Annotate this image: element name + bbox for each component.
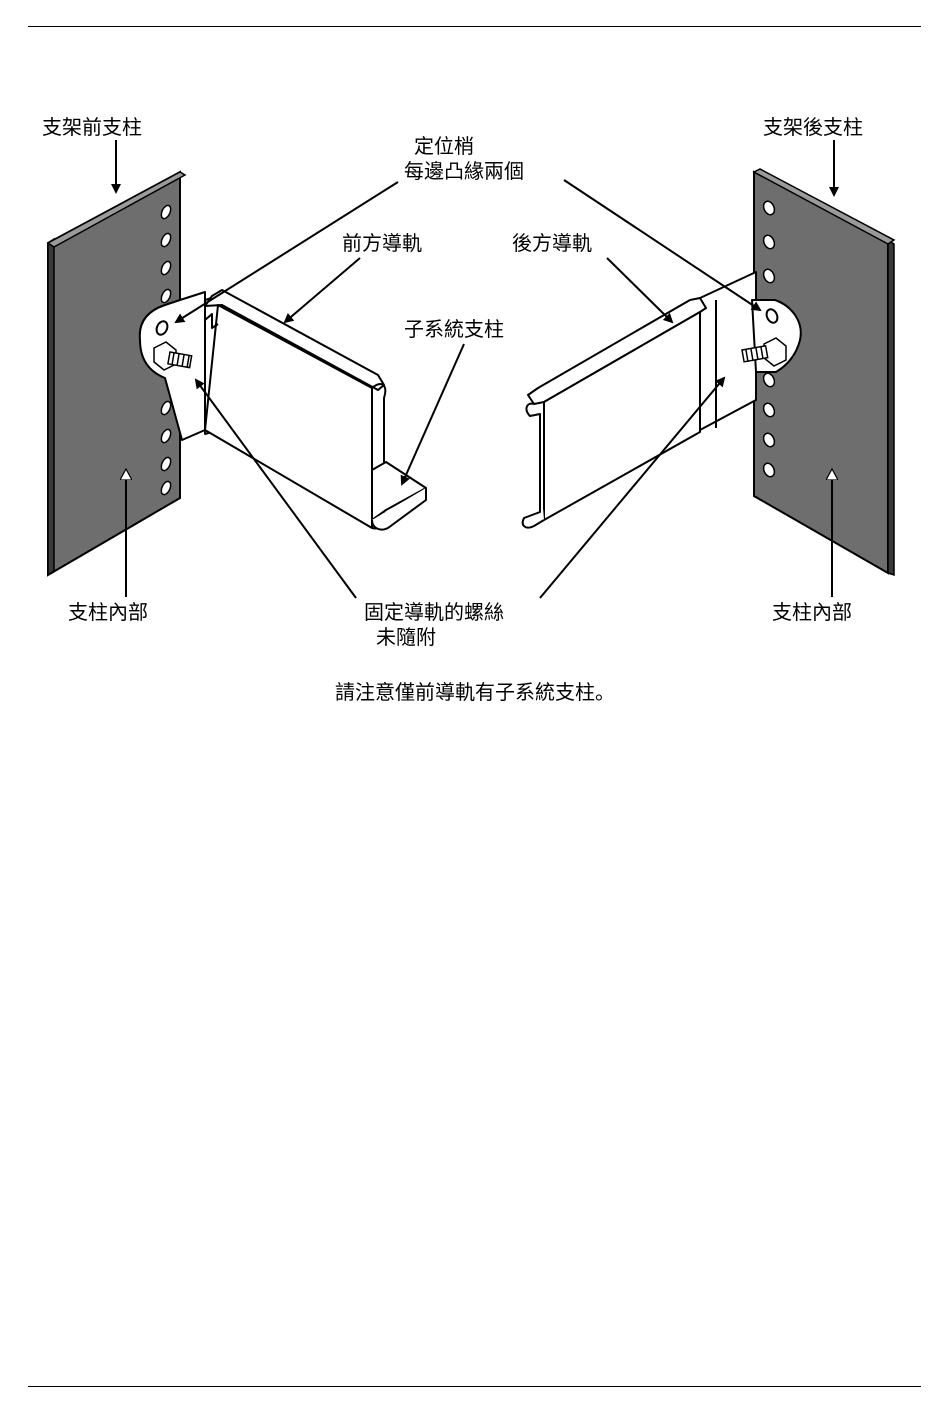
label-rear-rail: 後方導軌 [512,231,592,255]
label-subsystem-post: 子系統支柱 [404,317,504,341]
diagram-caption: 請注意僅前導軌有子系統支柱。 [0,676,950,705]
front-rail [140,290,426,530]
label-pins-line1: 定位梢 [414,134,474,158]
label-post-inside-right: 支柱內部 [772,600,852,624]
bottom-rule [28,1386,921,1387]
label-screws-line2: 未隨附 [376,625,436,649]
label-rear-post: 支架後支柱 [763,115,863,139]
label-front-post: 支架前支柱 [42,115,142,139]
label-post-inside-left: 支柱內部 [68,600,148,624]
label-front-rail: 前方導軌 [342,231,422,255]
label-pins-line2: 每邊凸緣兩個 [404,159,524,183]
label-screws-line1: 固定導軌的螺絲 [364,600,504,624]
